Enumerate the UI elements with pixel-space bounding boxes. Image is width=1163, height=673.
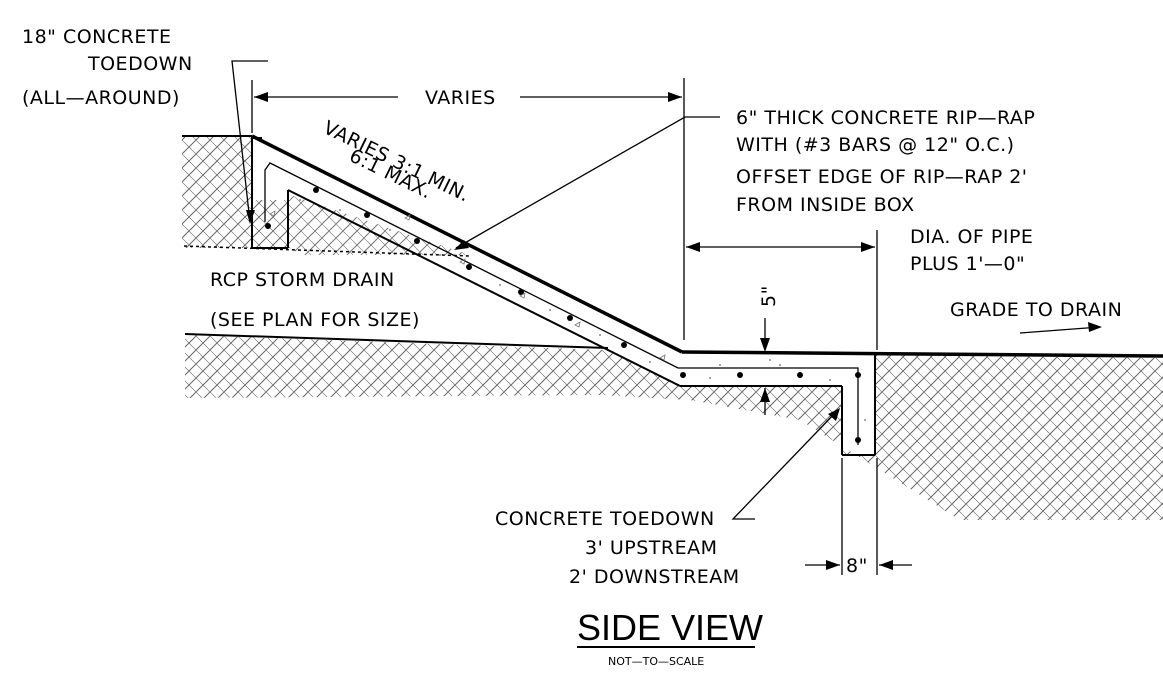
thickness-label: 5" [758,285,780,307]
view-subtitle: NOT—TO—SCALE [608,655,704,668]
pipe-dia-label-line1: DIA. OF PIPE [910,226,1033,248]
toedown-label-line2: TOEDOWN [87,53,193,75]
lower-soil [184,333,1163,520]
upper-soil-block [182,135,471,257]
riprap-label-line1: 6" THICK CONCRETE RIP—RAP [736,107,1035,129]
riprap-label-line3: OFFSET EDGE OF RIP—RAP 2' [736,166,1028,188]
leaders [231,60,1102,520]
rcp-label-line2: (SEE PLAN FOR SIZE) [210,309,420,331]
grade-label: GRADE TO DRAIN [950,299,1122,321]
riprap-label-line4: FROM INSIDE BOX [736,194,915,216]
pipe-dia-label-line2: PLUS 1'—0" [910,253,1025,275]
toedown-label-line3: (ALL—AROUND) [22,87,180,109]
riprap-label-line2: WITH (#3 BARS @ 12" O.C.) [736,134,1015,156]
slope-label-line1: VARIES 3:1 MIN. [320,117,474,207]
labels: 18" CONCRETE TOEDOWN (ALL—AROUND) VARIES… [22,26,1122,588]
view-title: SIDE VIEW [577,607,763,648]
toedown-bottom-line1: CONCRETE TOEDOWN [495,508,715,530]
title-block: SIDE VIEW NOT—TO—SCALE [577,607,763,668]
varies-dimension-label: VARIES [425,87,496,109]
width-label: 8" [846,555,868,577]
dimension-lines [251,78,912,575]
toedown-bottom-line2: 3' UPSTREAM [585,537,717,559]
toedown-bottom-line3: 2' DOWNSTREAM [569,566,740,588]
concrete-riprap [251,134,1163,456]
rcp-label-line1: RCP STORM DRAIN [210,269,395,291]
toedown-label-line1: 18" CONCRETE [22,26,171,48]
